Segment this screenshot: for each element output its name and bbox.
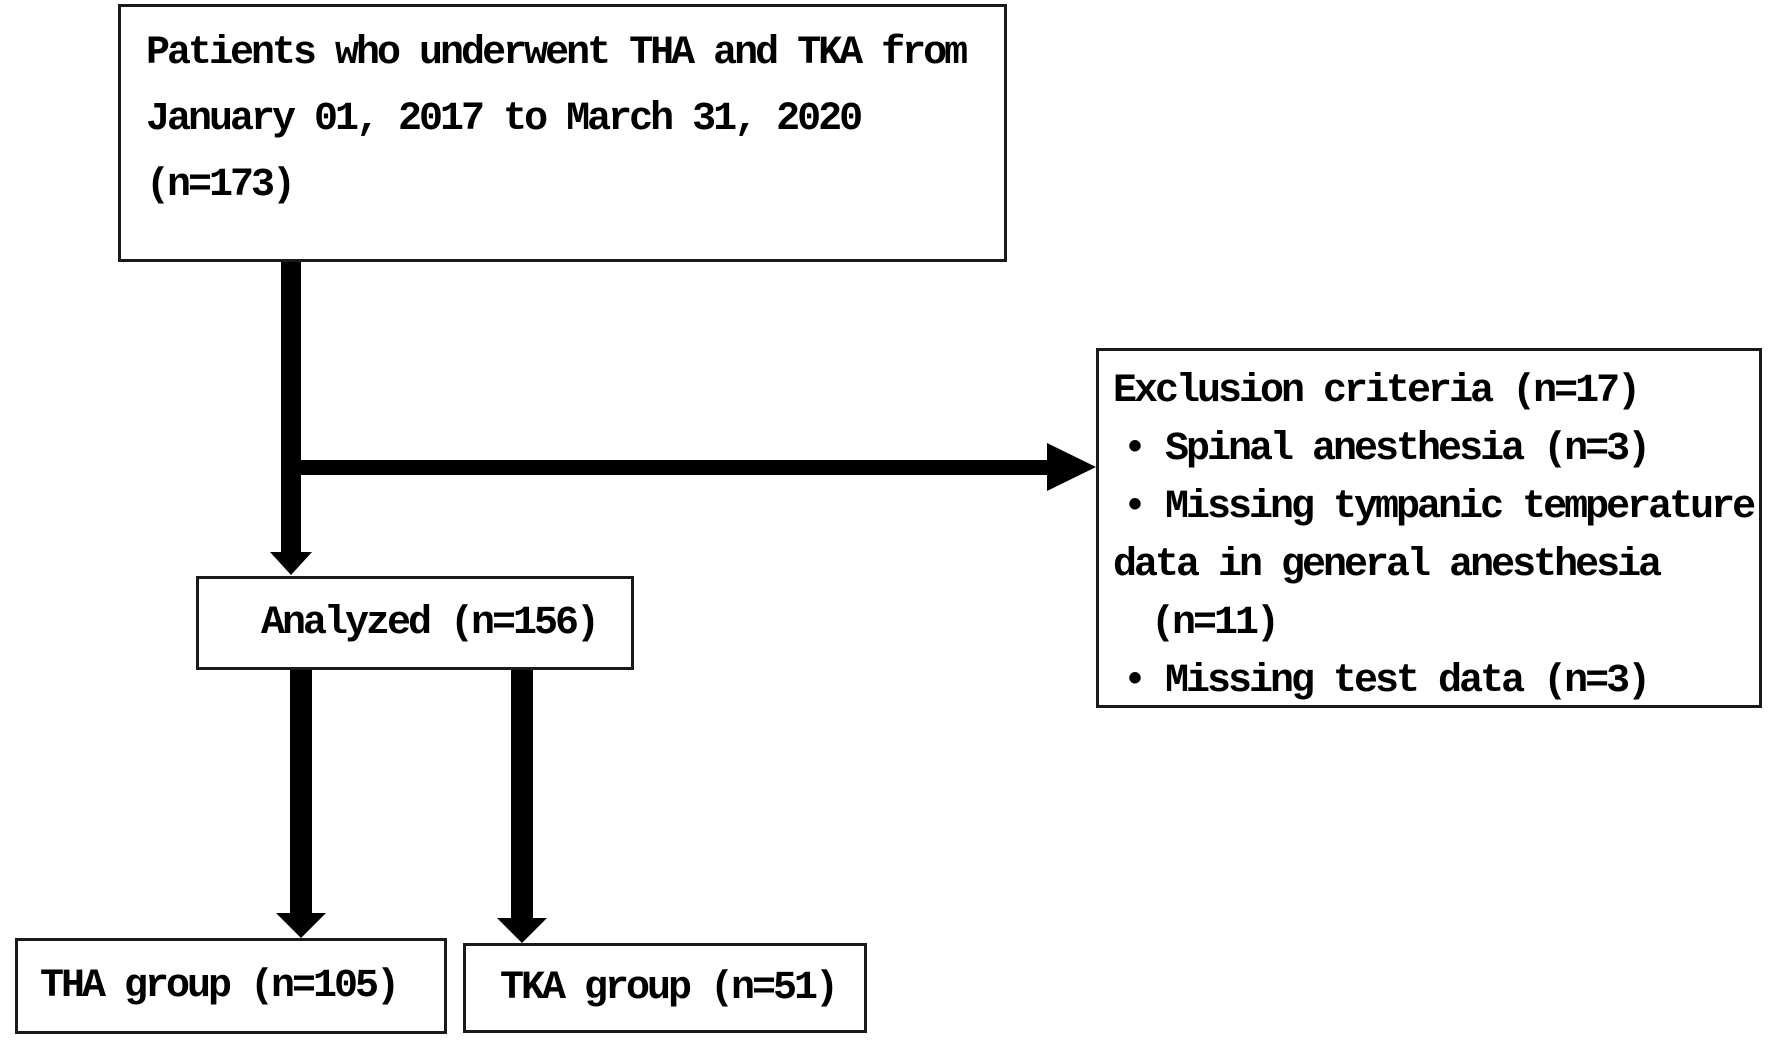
- arrowhead-down-icon: [276, 913, 326, 938]
- arrowhead-down-icon: [497, 918, 547, 943]
- exclusion-title: Exclusion criteria (n=17): [1113, 369, 1641, 414]
- exclusion-item-test-data: • Missing test data (n=3): [1123, 659, 1651, 704]
- tha-group-box: THA group (n=105): [15, 938, 447, 1034]
- exclusion-item-spinal: • Spinal anesthesia (n=3): [1123, 427, 1651, 472]
- exclusion-item-tympanic-n: (n=11): [1151, 601, 1280, 646]
- tha-group-label: THA group (n=105): [40, 963, 400, 1009]
- arrow-stem: [511, 668, 533, 920]
- arrowhead-down-icon: [270, 552, 312, 575]
- patients-line-1: Patients who underwent THA and TKA from: [146, 31, 968, 76]
- patients-line-2: January 01, 2017 to March 31, 2020: [146, 97, 863, 142]
- exclusion-criteria-box: Exclusion criteria (n=17) • Spinal anest…: [1096, 348, 1762, 708]
- exclusion-item-tympanic: • Missing tympanic temperature: [1123, 485, 1756, 530]
- patients-enrolled-box: Patients who underwent THA and TKA from …: [118, 4, 1007, 262]
- exclusion-item-tympanic-cont: data in general anesthesia: [1113, 543, 1662, 588]
- analyzed-label: Analyzed (n=156): [261, 600, 600, 646]
- patients-line-3: (n=173): [146, 163, 296, 208]
- tka-group-label: TKA group (n=51): [500, 965, 839, 1011]
- arrow-stem: [290, 668, 312, 915]
- analyzed-box: Analyzed (n=156): [196, 576, 634, 670]
- arrow-stem: [291, 460, 1049, 475]
- tka-group-box: TKA group (n=51): [463, 943, 867, 1033]
- arrow-stem: [281, 261, 301, 554]
- arrowhead-right-icon: [1047, 443, 1096, 491]
